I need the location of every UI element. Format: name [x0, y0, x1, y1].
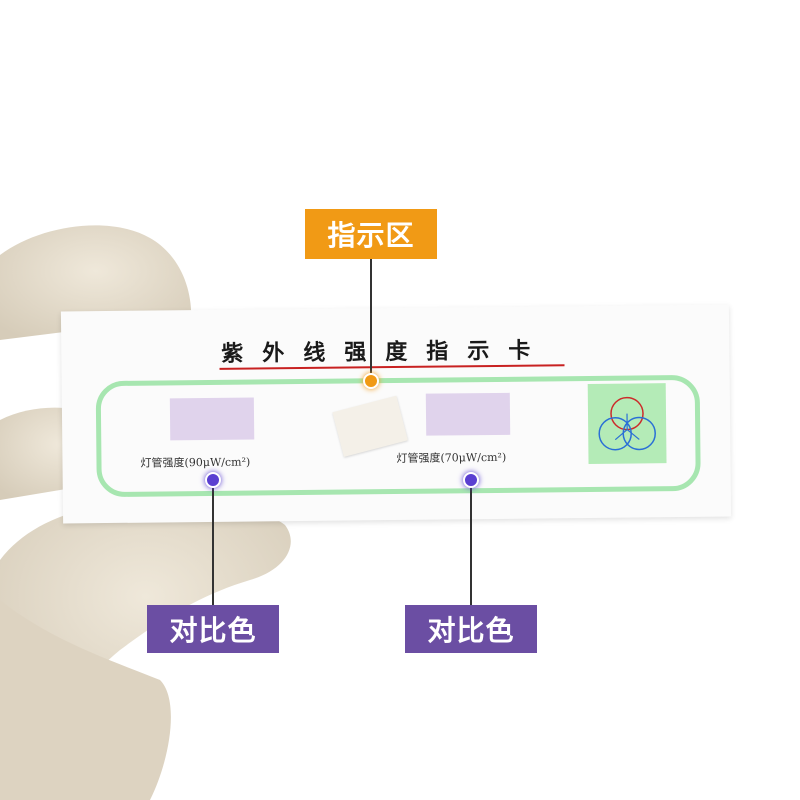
- marker-dot-indicator: [363, 373, 379, 389]
- callout-compare-left: 对比色: [147, 605, 279, 653]
- callout-indicator-zone: 指示区: [305, 209, 437, 259]
- leader-line-left: [212, 480, 214, 605]
- card-title: 紫外线强度指示卡: [221, 337, 550, 367]
- swatch-label-left: 灯管强度(90μW/cm²): [140, 455, 251, 470]
- leader-line-indicator: [370, 259, 372, 381]
- marker-dot-right: [463, 472, 479, 488]
- marker-dot-left: [205, 472, 221, 488]
- glove-palm: [0, 600, 171, 800]
- reference-swatch-left: [169, 397, 255, 441]
- uv-indicator-card: 紫外线强度指示卡 灯管强度(90μW/cm²) 灯管强度(70μW/cm²): [60, 304, 732, 524]
- leader-line-right: [470, 480, 472, 605]
- callout-compare-right: 对比色: [405, 605, 537, 653]
- logo-icon: [587, 383, 667, 464]
- swatch-label-right: 灯管强度(70μW/cm²): [396, 450, 507, 465]
- reference-swatch-right: [425, 392, 511, 436]
